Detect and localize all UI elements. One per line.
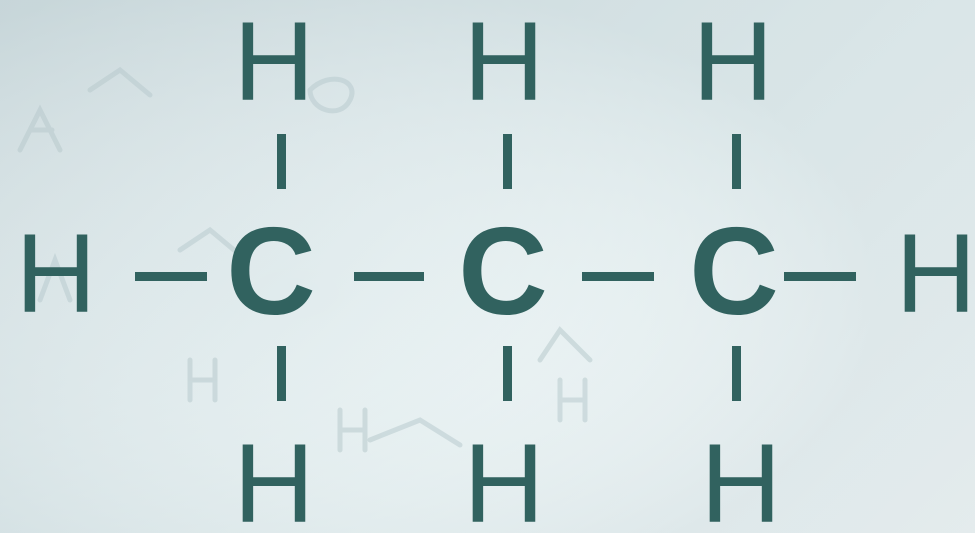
bond-middle-1 bbox=[354, 272, 424, 281]
hydrogen-atom-top-3: H bbox=[692, 0, 774, 124]
carbon-atom-1: C bbox=[226, 203, 316, 341]
bond-bottom-1 bbox=[277, 346, 286, 401]
bond-top-2 bbox=[503, 134, 512, 189]
bond-bottom-2 bbox=[503, 346, 512, 401]
bond-top-1 bbox=[277, 134, 286, 189]
carbon-atom-3: C bbox=[689, 203, 779, 341]
bond-bottom-3 bbox=[732, 346, 741, 401]
bond-right bbox=[784, 272, 856, 281]
bond-middle-2 bbox=[582, 272, 654, 281]
bond-left bbox=[135, 272, 207, 281]
carbon-atom-2: C bbox=[458, 203, 548, 341]
bond-top-3 bbox=[732, 134, 741, 189]
hydrogen-atom-right: H bbox=[895, 211, 975, 336]
hydrogen-atom-top-2: H bbox=[463, 0, 545, 124]
hydrogen-atom-bottom-3: H bbox=[700, 421, 782, 533]
hydrogen-atom-bottom-2: H bbox=[463, 421, 545, 533]
hydrogen-atom-bottom-1: H bbox=[233, 421, 315, 533]
hydrogen-atom-left: H bbox=[15, 211, 97, 336]
hydrogen-atom-top-1: H bbox=[233, 0, 315, 124]
